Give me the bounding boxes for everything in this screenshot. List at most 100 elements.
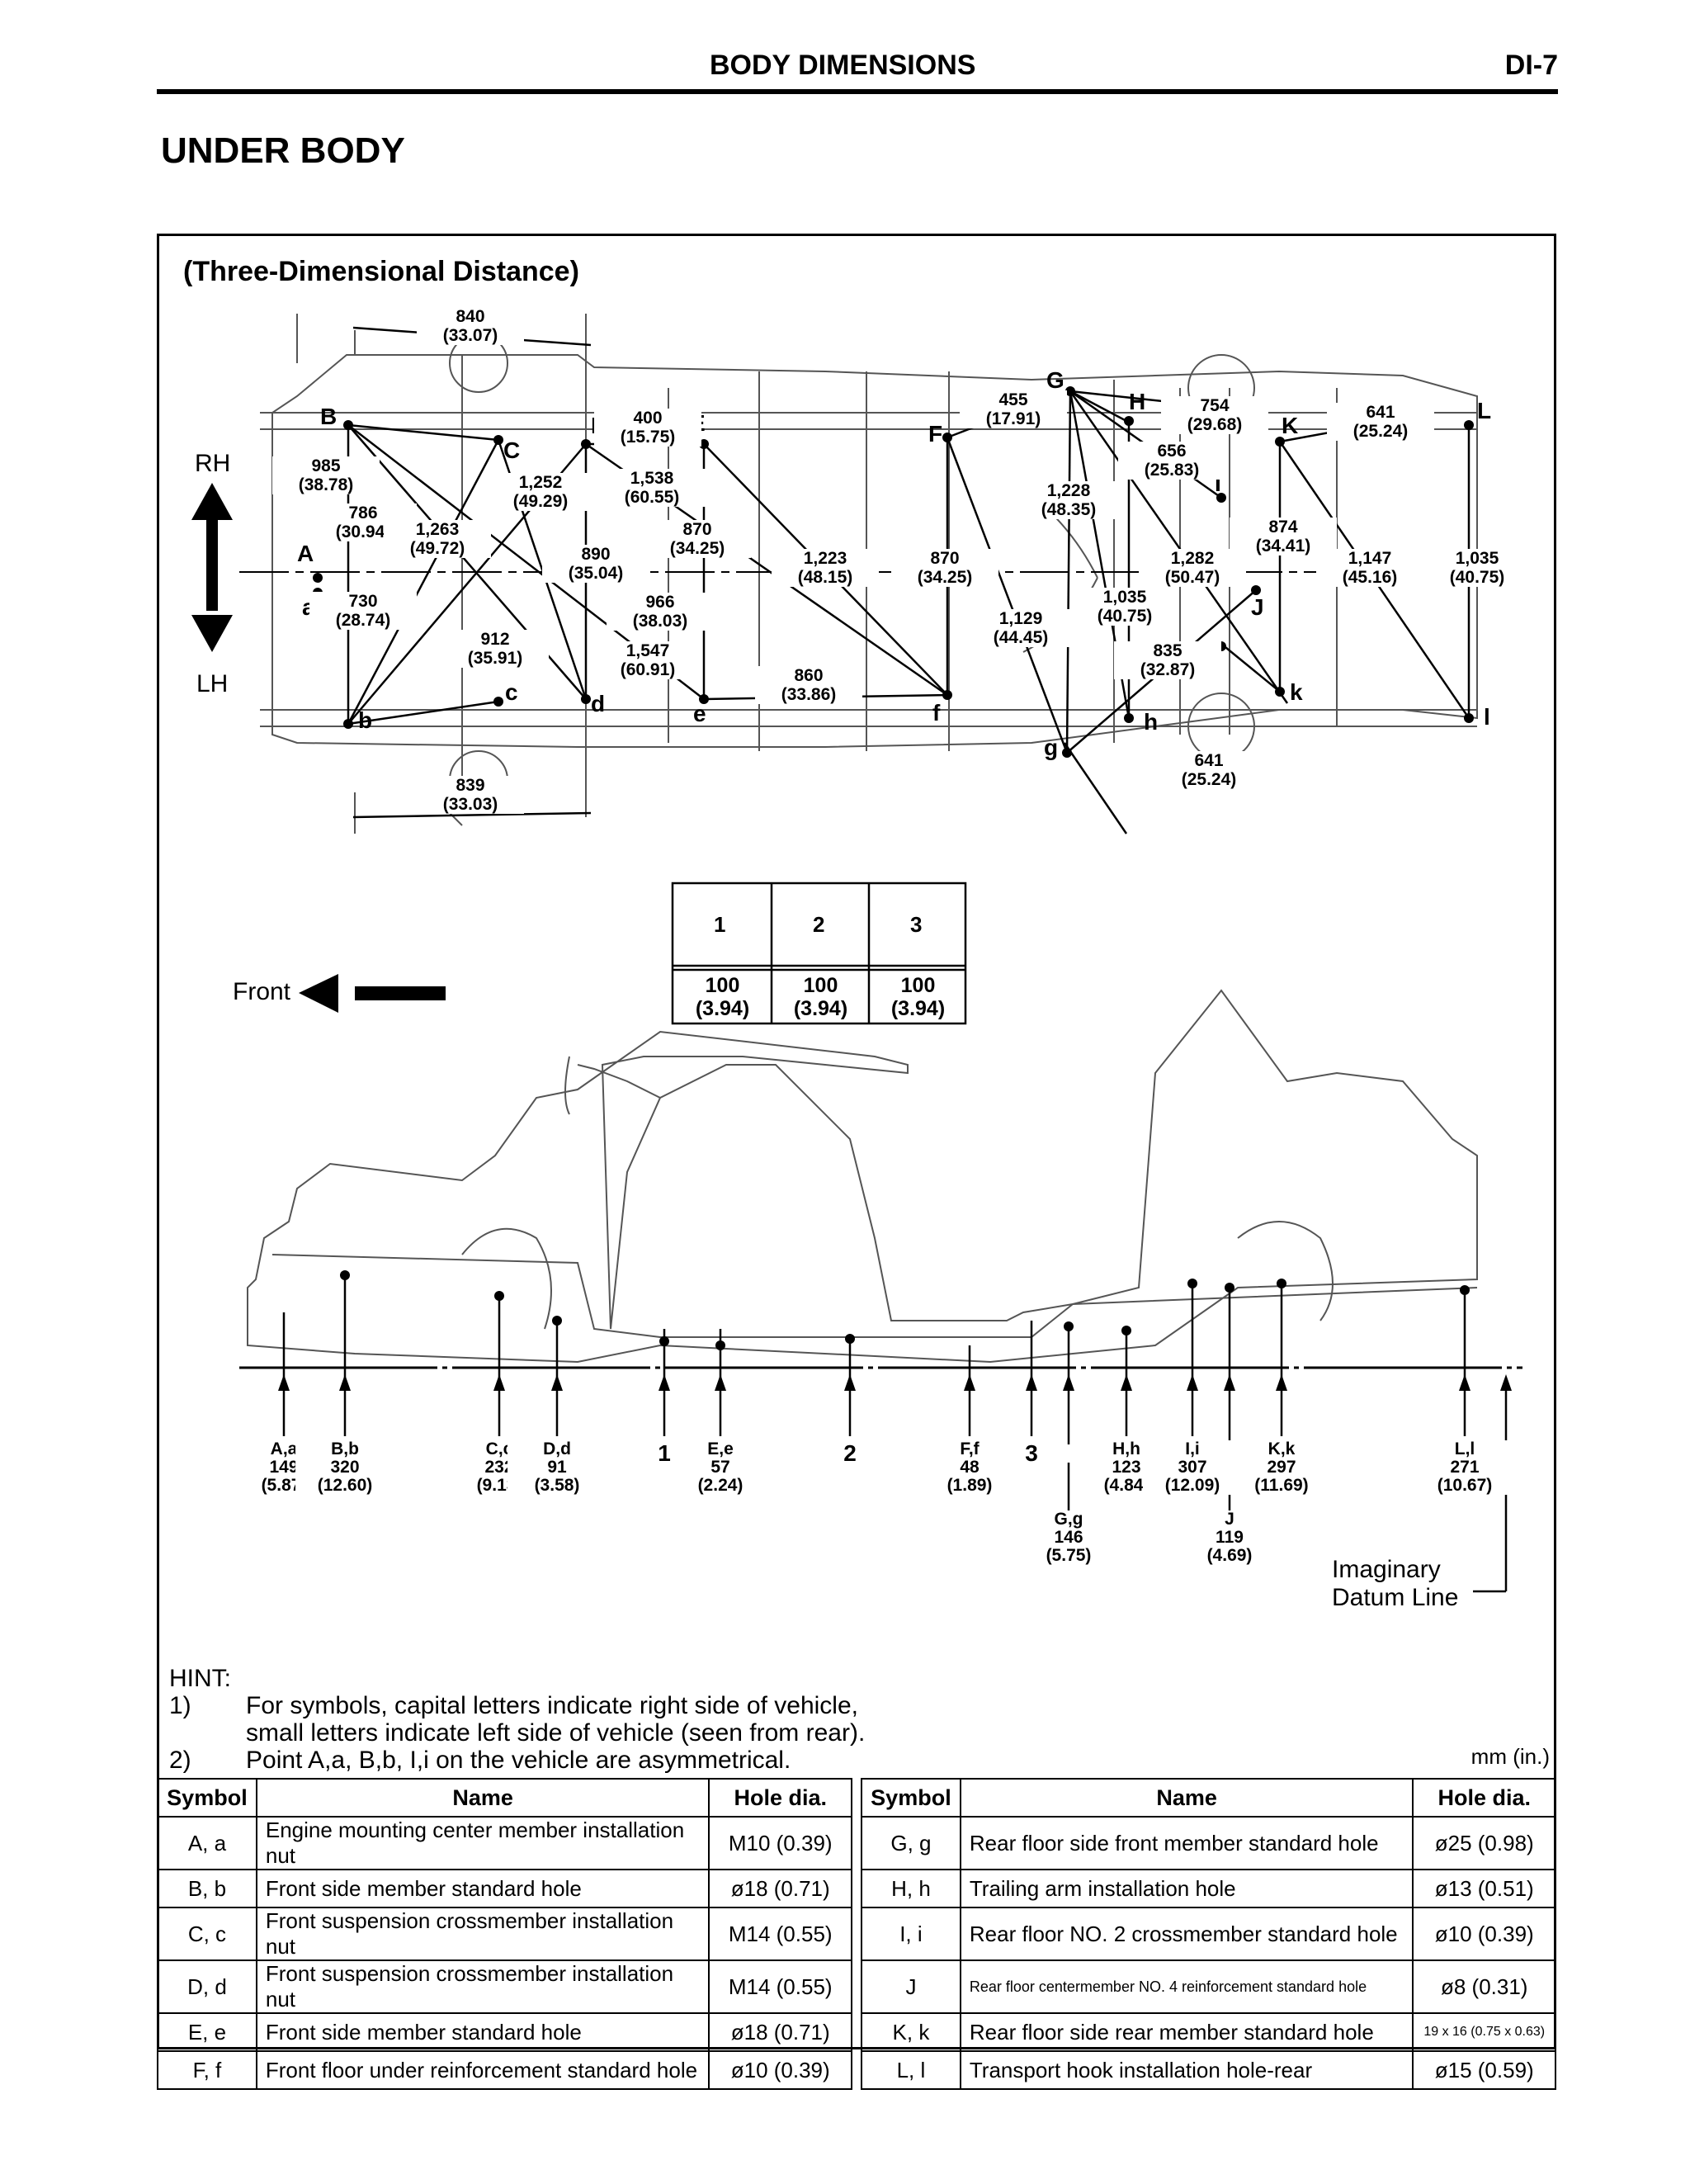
point-f-upper: F <box>928 421 942 447</box>
point-d-lower: d <box>591 691 605 716</box>
dimension-label: 835(32.87) <box>1114 641 1221 679</box>
name-cell: Front side member standard hole <box>255 2012 710 2052</box>
dimension-mm: 870 <box>682 520 712 539</box>
rh-label: RH <box>195 450 231 477</box>
name-cell: Front suspension crossmember installatio… <box>255 1907 710 1961</box>
dimension-in: (34.25) <box>917 568 973 587</box>
lh-label: LH <box>196 670 229 697</box>
side-dimension-label: 3 <box>982 1442 1081 1465</box>
hole-dia-cell: ø18 (0.71) <box>708 2012 852 2052</box>
side-dimension-i: (10.67) <box>1437 1476 1493 1495</box>
hint-line-1a: For symbols, capital letters indicate ri… <box>246 1692 858 1719</box>
dimension-in: (33.86) <box>781 685 837 704</box>
dimension-in: (33.03) <box>442 795 498 814</box>
section-title: UNDER BODY <box>161 130 405 171</box>
front-label: Front <box>233 978 291 1005</box>
symbol-cell: F, f <box>157 2050 257 2090</box>
symbol-cell: K, k <box>861 2012 961 2052</box>
dimension-in: (30.94) <box>335 522 391 541</box>
side-dimension-v: 91 <box>547 1458 567 1477</box>
dimension-in: (35.91) <box>467 649 523 668</box>
dimension-in: (48.35) <box>1041 500 1097 519</box>
side-dimension-n: G,g <box>1054 1510 1083 1529</box>
symbol-cell: I, i <box>861 1907 961 1961</box>
dimension-mm: 656 <box>1157 442 1187 461</box>
side-dimension-n: A,a <box>270 1439 298 1458</box>
side-dimension-v: 320 <box>330 1458 360 1477</box>
dimension-mm: 874 <box>1268 518 1298 537</box>
dimension-mm: 1,035 <box>1455 549 1499 568</box>
col-symbol: Symbol <box>157 1778 257 1818</box>
symbol-cell: J <box>861 1959 961 2014</box>
symbol-cell: L, l <box>861 2050 961 2090</box>
name-cell: Rear floor side rear member standard hol… <box>959 2012 1414 2052</box>
col-name: Name <box>255 1778 710 1818</box>
dimension-mm: 860 <box>794 666 824 685</box>
dimension-mm: 1,035 <box>1102 588 1147 607</box>
dimension-in: (34.41) <box>1255 537 1311 555</box>
dimension-label: 840(33.07) <box>417 307 524 345</box>
side-dimension-n: J <box>1225 1510 1234 1529</box>
side-dimension-i: (12.60) <box>317 1476 373 1495</box>
dimension-in: (35.04) <box>568 564 624 583</box>
hint-line-2: Point A,a, B,b, I,i on the vehicle are a… <box>246 1747 791 1774</box>
figure-title: (Three-Dimensional Distance) <box>183 256 579 287</box>
dimension-mm: 870 <box>930 549 960 568</box>
side-dimension-i: (2.24) <box>697 1476 744 1495</box>
mid-table-cell-1: 100(3.94) <box>695 974 750 1020</box>
dimension-label: 890(35.04) <box>542 545 649 583</box>
hole-dia-cell: ø15 (0.59) <box>1412 2050 1556 2090</box>
hole-dia-cell: ø10 (0.39) <box>708 2050 852 2090</box>
dimension-in: (49.29) <box>512 492 569 511</box>
dimension-in: (60.91) <box>620 660 676 679</box>
name-cell: Front suspension crossmember installatio… <box>255 1959 710 2014</box>
hole-dia-cell: M14 (0.55) <box>708 1907 852 1961</box>
dimension-label: 455(17.91) <box>960 390 1067 428</box>
side-dimension-i: (4.69) <box>1206 1546 1253 1565</box>
dimension-label: 641(25.24) <box>1155 751 1263 789</box>
dimension-label: 656(25.83) <box>1118 442 1225 480</box>
dimension-label: 839(33.03) <box>417 776 524 814</box>
side-dimension-i: (4.84) <box>1103 1476 1149 1495</box>
dimension-label: 912(35.91) <box>441 630 549 668</box>
hole-dia-cell: ø8 (0.31) <box>1412 1959 1556 2014</box>
side-dimension-i: (3.58) <box>534 1476 580 1495</box>
dimension-mm: 1,223 <box>803 549 847 568</box>
symbol-table: Symbol Name Hole dia. Symbol Name Hole d… <box>157 1778 1556 2090</box>
side-dimension-v: 307 <box>1178 1458 1207 1477</box>
point-l-lower: l <box>1484 704 1490 730</box>
hint-number-2: 2) <box>169 1747 191 1774</box>
side-dimension-n: D,d <box>543 1439 571 1458</box>
symbol-cell: G, g <box>861 1816 961 1870</box>
dimension-mm: 839 <box>456 776 485 795</box>
table-header-row: Symbol Name Hole dia. Symbol Name Hole d… <box>157 1778 1556 1818</box>
point-l-upper: L <box>1477 398 1491 423</box>
dimension-label: 1,538(60.55) <box>598 469 706 507</box>
dimension-mm: 966 <box>645 593 675 612</box>
mid-table-cell-2: 100(3.94) <box>793 974 848 1020</box>
dimension-label: 985(38.78) <box>272 456 380 494</box>
point-e-lower: e <box>693 701 706 726</box>
page-number: DI-7 <box>1504 50 1558 81</box>
mid-table-header-1: 1 <box>714 912 726 937</box>
col-hole-dia-2: Hole dia. <box>1412 1778 1556 1818</box>
side-dimension-n: L,l <box>1454 1439 1475 1458</box>
name-cell: Trailing arm installation hole <box>959 1869 1414 1908</box>
hole-dia-cell: ø13 (0.51) <box>1412 1869 1556 1908</box>
dimension-in: (50.47) <box>1164 568 1220 587</box>
dimension-in: (32.87) <box>1140 660 1196 679</box>
dimension-in: (40.75) <box>1449 568 1505 587</box>
point-h-lower: h <box>1144 709 1158 735</box>
dimension-in: (60.55) <box>624 488 680 507</box>
name-cell: Front floor under reinforcement standard… <box>255 2050 710 2090</box>
hole-dia-cell: ø25 (0.98) <box>1412 1816 1556 1870</box>
point-b-upper: B <box>320 404 337 429</box>
dimension-in: (45.16) <box>1342 568 1398 587</box>
